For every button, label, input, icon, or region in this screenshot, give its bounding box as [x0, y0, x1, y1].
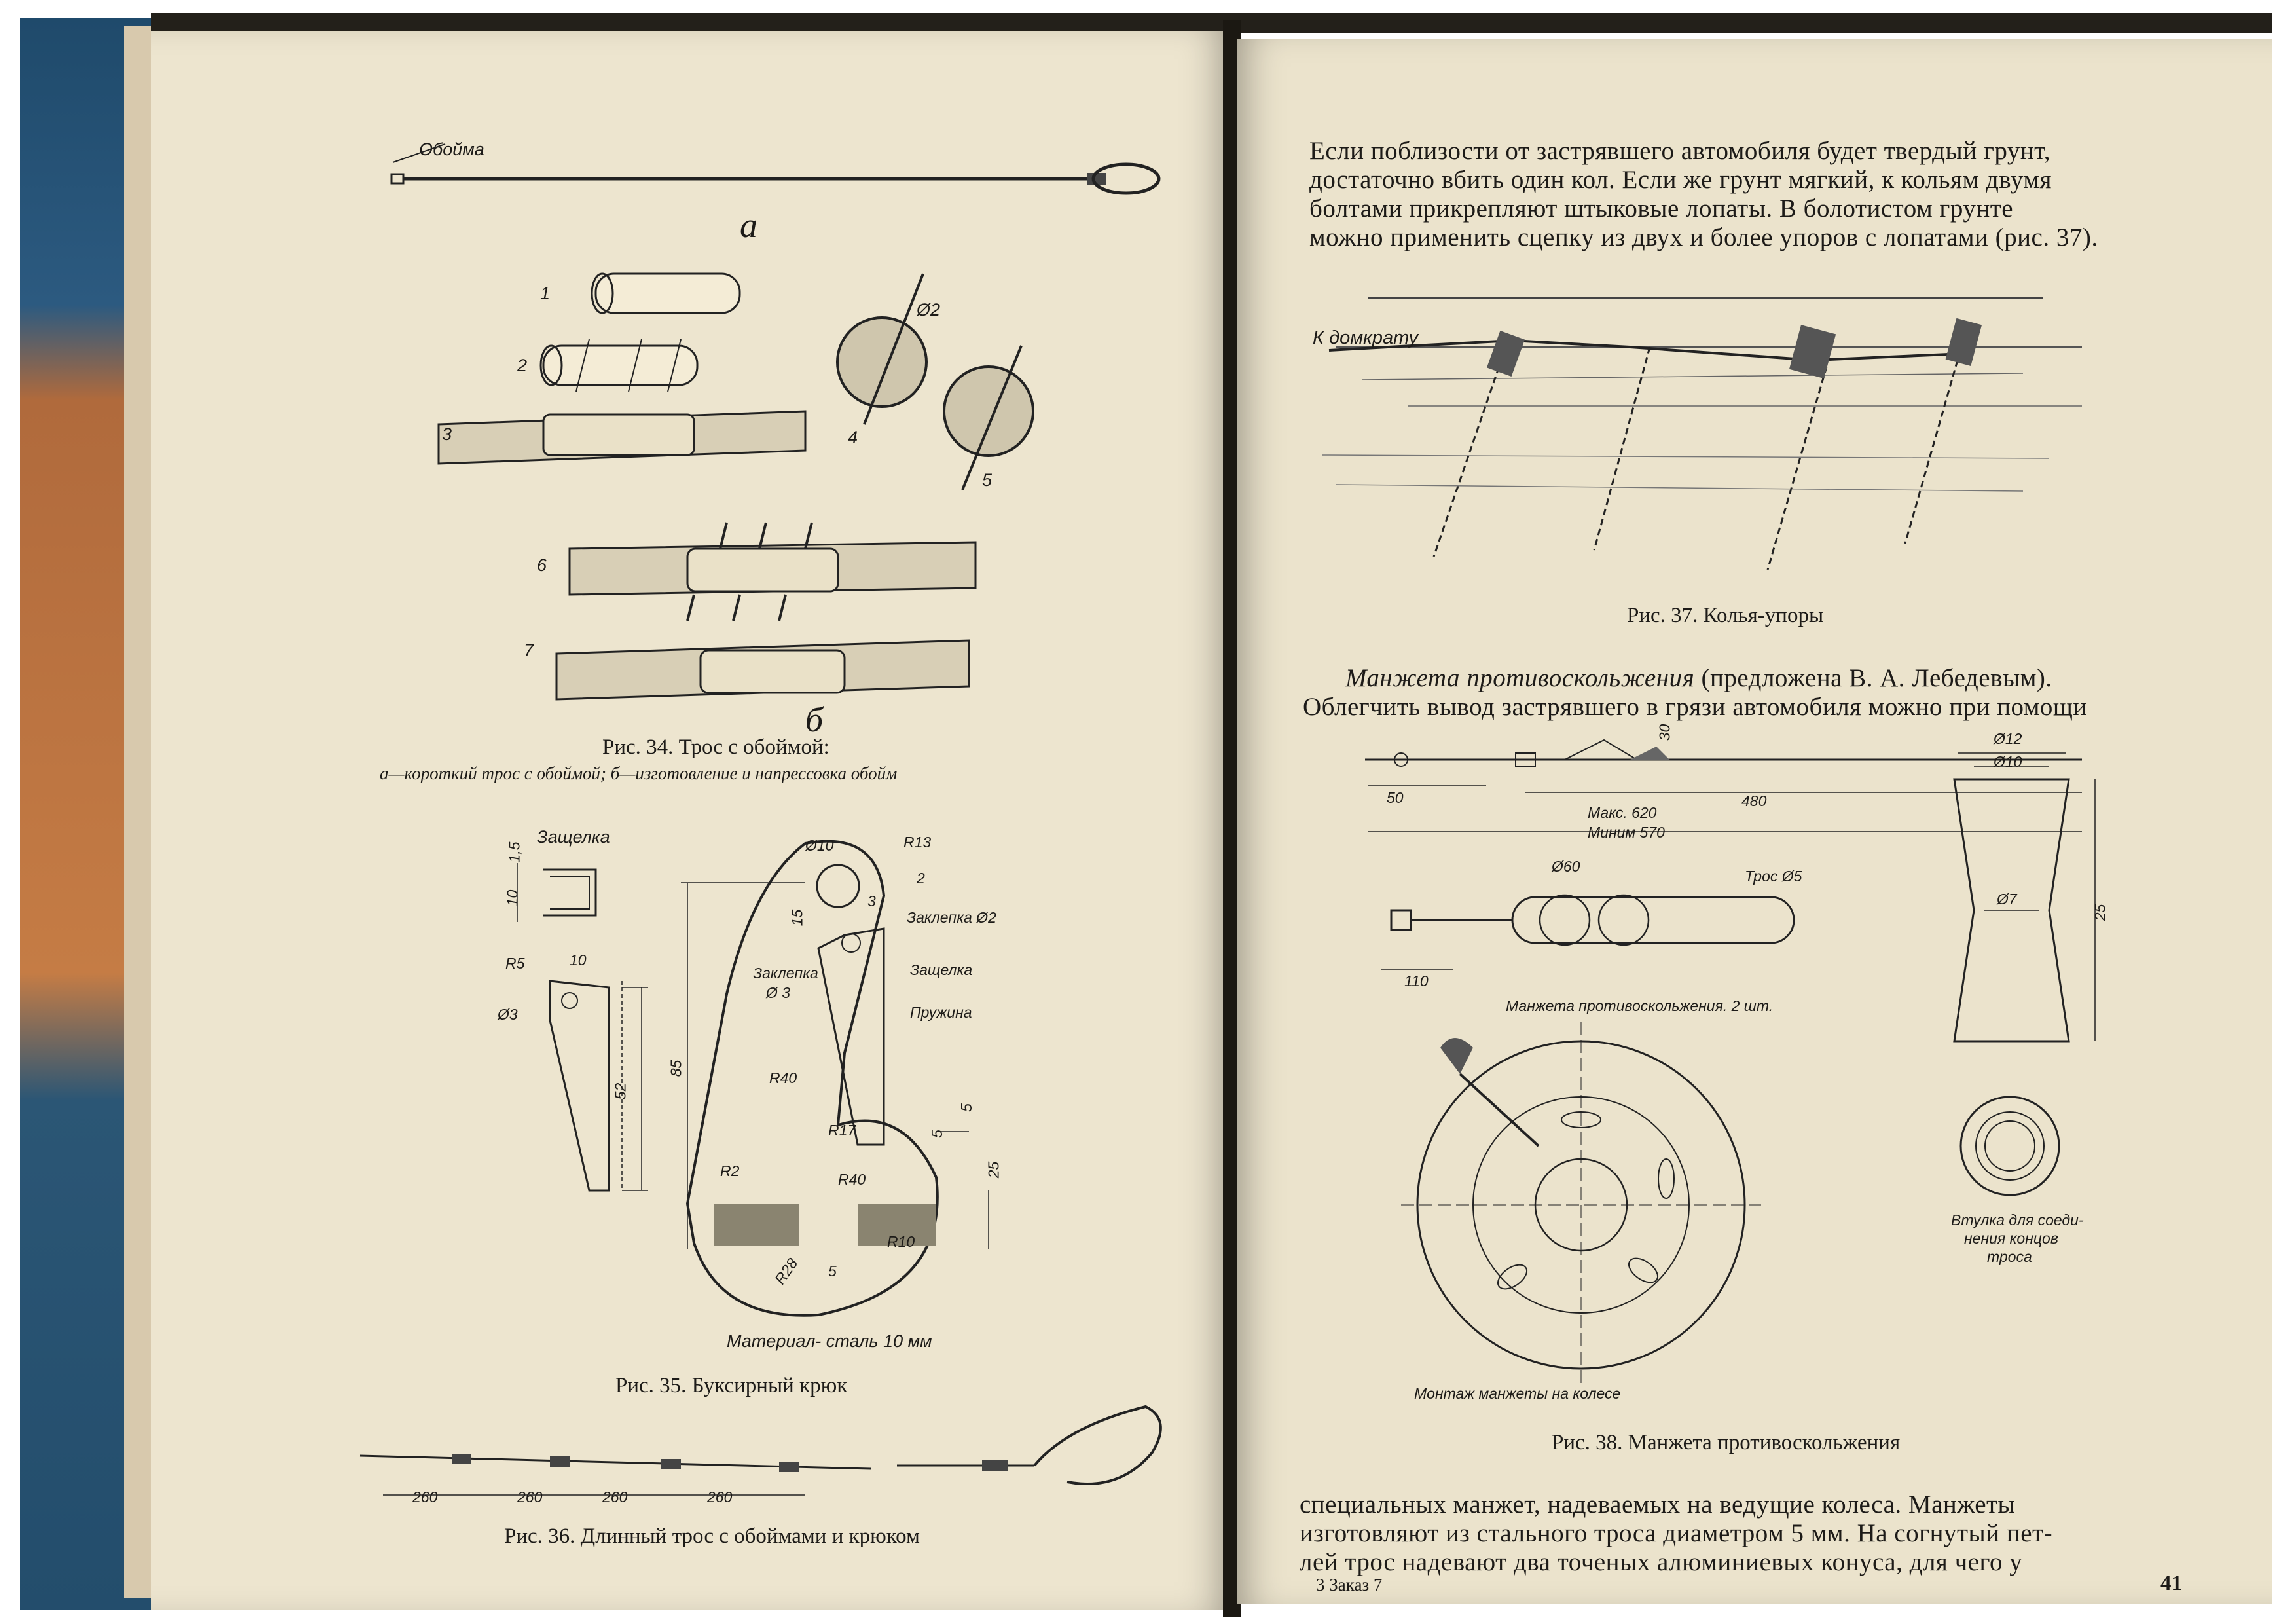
fig38-dim-30: 30: [1656, 724, 1673, 741]
fig36-dim-2: 260: [517, 1488, 543, 1505]
part-number-4: 4: [848, 428, 858, 447]
para1-line-4: можно применить сцепку из двух и более у…: [1309, 223, 2098, 251]
dim-R17: R17: [828, 1122, 856, 1139]
label-a: а: [740, 206, 757, 245]
para3-line-1: специальных манжет, надеваемых на ведущи…: [1300, 1490, 2016, 1519]
part-number-5: 5: [982, 470, 993, 490]
fig38-label-tros: Трос Ø5: [1745, 868, 1802, 885]
fig34b-tubes-drawing: [151, 31, 1228, 752]
para1-line-3: болтами прикрепляют штыковые лопаты. В б…: [1309, 194, 2014, 223]
fig36-caption: Рис. 36. Длинный трос с обоймами и крюко…: [504, 1524, 920, 1548]
fig38-label-manzheta: Манжета противоскольжения. 2 шт.: [1506, 997, 1774, 1014]
dim-R2: R2: [720, 1162, 740, 1179]
para2-line-2: Облегчить вывод застрявшего в грязи авто…: [1303, 693, 2087, 721]
dim-R10: R10: [887, 1233, 915, 1250]
fig37-stakes-drawing: [1237, 39, 2278, 629]
fig36-dim-3: 260: [602, 1488, 628, 1505]
label-zaklepka2: Заклепка Ø2: [907, 909, 996, 926]
fig38-vtulka-line-1: Втулка для соеди-: [1951, 1211, 2084, 1228]
fig38-dim-min: Миним 570: [1588, 824, 1665, 841]
fig38-dim-480: 480: [1741, 792, 1767, 809]
para1-line-1: Если поблизости от застрявшего автомобил…: [1309, 137, 2051, 165]
fig36-dim-4: 260: [707, 1488, 733, 1505]
fig38-dim-dia10: Ø10: [1994, 753, 2022, 770]
part-number-1: 1: [540, 284, 551, 303]
para3-line-3: лей трос надевают два точеных алюминиевы…: [1300, 1548, 2023, 1576]
dim-5c: 5: [828, 1263, 837, 1280]
dim-R40b: R40: [838, 1171, 866, 1188]
dim-10b: 10: [570, 951, 587, 969]
fig38-dim-dia7: Ø7: [1997, 891, 2017, 908]
fig35-hook-drawing: [151, 31, 1228, 1374]
fig38-dim-50: 50: [1387, 789, 1404, 806]
fig37-label-jack: К домкрату: [1313, 327, 1419, 348]
fig38-label-montazh: Монтаж манжеты на колесе: [1414, 1385, 1621, 1402]
fig38-dim-110: 110: [1404, 972, 1429, 989]
zashchelka-title: Защелка: [537, 827, 610, 847]
fig38-caption: Рис. 38. Манжета противоскольжения: [1552, 1431, 1901, 1454]
scan-border-top: [151, 13, 2285, 33]
para2-rest: (предложена В. А. Лебедевым).: [1694, 664, 2052, 692]
fig34-caption: Рис. 34. Трос с обоймой:: [602, 735, 829, 759]
dim-R40a: R40: [769, 1069, 797, 1086]
scan-border-right: [2272, 13, 2296, 1611]
part-number-7: 7: [524, 640, 534, 660]
dim-dia10: Ø10: [805, 837, 834, 854]
fig35-material: Материал- сталь 10 мм: [727, 1331, 932, 1351]
footer-order: 3 Заказ 7: [1316, 1575, 1383, 1595]
label-zaklepka3-b: Ø 3: [766, 984, 791, 1001]
label-zashchelka: Защелка: [910, 961, 973, 978]
fig34a-cable-drawing: [151, 31, 1228, 293]
dim-2: 2: [917, 870, 925, 887]
part-number-2: 2: [517, 356, 528, 375]
fig38-dim-25: 25: [2091, 904, 2109, 921]
dim-R13: R13: [903, 834, 932, 851]
fig37-caption: Рис. 37. Колья-упоры: [1627, 604, 1824, 627]
para2-italic-term: Манжета противоскольжения: [1345, 664, 1695, 692]
right-page: Если поблизости от застрявшего автомобил…: [1237, 39, 2278, 1604]
part-number-3: 3: [442, 424, 452, 444]
part-number-6: 6: [537, 555, 547, 575]
left-page: Обойма а: [151, 31, 1228, 1610]
fig38-dim-dia60: Ø60: [1552, 858, 1580, 875]
label-pruzhina: Пружина: [910, 1004, 972, 1021]
para1-line-2: достаточно вбить один кол. Если же грунт…: [1309, 166, 2052, 194]
dim-dia3: Ø3: [498, 1006, 518, 1023]
fig34-subcaption: а—короткий трос с обоймой; б—изготовлени…: [380, 764, 898, 783]
dim-R5: R5: [505, 955, 525, 972]
fig38-cuff-drawing: [1237, 39, 2278, 1480]
para2-line-1: Манжета противоскольжения (предложена В.…: [1345, 663, 2052, 693]
fig36-dim-1: 260: [412, 1488, 438, 1505]
page-stack-edge: [124, 26, 151, 1598]
fig38-dim-max: Макс. 620: [1588, 804, 1657, 821]
fig38-dim-dia12: Ø12: [1994, 730, 2022, 747]
dim-3: 3: [867, 893, 876, 910]
fig38-vtulka-line-3: троса: [1987, 1248, 2032, 1265]
label-zaklepka3-a: Заклепка: [753, 965, 818, 982]
label-b: б: [805, 700, 824, 739]
fig36-long-cable-drawing: [151, 31, 1228, 1538]
label-dia2: Ø2: [917, 300, 941, 320]
para3-line-2: изготовляют из стального троса диаметром…: [1300, 1519, 2053, 1547]
fig38-vtulka-line-2: нения концов: [1964, 1230, 2058, 1247]
fig35-caption: Рис. 35. Буксирный крюк: [615, 1374, 848, 1397]
page-number: 41: [2160, 1572, 2182, 1595]
